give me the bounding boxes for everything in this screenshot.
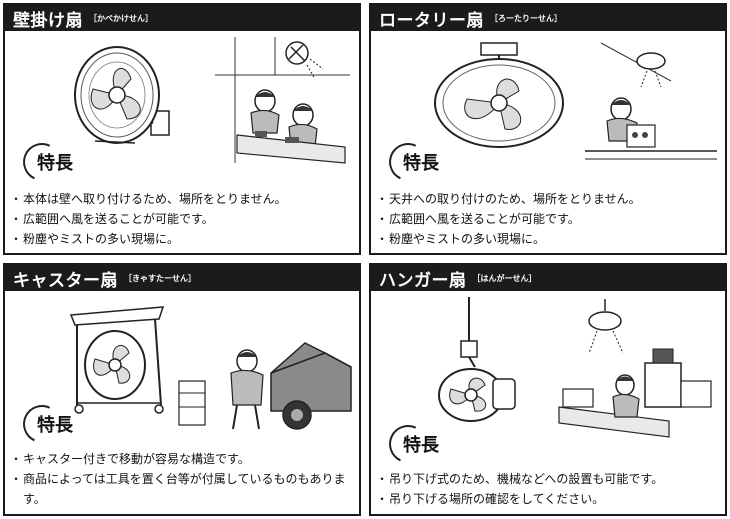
panel-reading: ［きゃすたーせん］ <box>124 273 196 283</box>
hanger-fan-illustration <box>438 297 516 422</box>
feature-item: 粉塵やミストの多い現場に。 <box>376 229 641 249</box>
features-badge: 特長 <box>17 399 73 449</box>
wall-fan-illustration <box>74 46 170 144</box>
panel-header: ハンガー扇 ［はんがーせん］ <box>371 265 725 291</box>
features-badge: 特長 <box>383 419 439 469</box>
rotary-fan-illustration <box>434 42 564 148</box>
panel-reading: ［かべかけせん］ <box>89 13 153 23</box>
feature-item: 吊り下げ式のため、機械などへの設置も可能です。 <box>376 469 663 489</box>
panel-title: 壁掛け扇 <box>13 10 83 31</box>
feature-item: 広範囲へ風を送ることが可能です。 <box>10 209 287 229</box>
mechanic-car-illustration <box>178 342 352 430</box>
feature-item: 天井への取り付けのため、場所をとりません。 <box>376 189 641 209</box>
panel-hanger-fan: ハンガー扇 ［はんがーせん］ 特長 吊り下げ式のため、機械などへの設置も可能です… <box>369 263 727 516</box>
panel-header: 壁掛け扇 ［かべかけせん］ <box>5 5 359 31</box>
panel-caster-fan: キャスター扇 ［きゃすたーせん］ 特長 キャスター付きで移動が容易な構造です。 <box>3 263 361 516</box>
panel-reading: ［はんがーせん］ <box>472 273 537 283</box>
factory-machine-illustration <box>558 299 712 438</box>
feature-item: キャスター付きで移動が容易な構造です。 <box>10 449 353 469</box>
panel-wall-fan: 壁掛け扇 ［かべかけせん］ 特長 本体は壁へ取り付けるため <box>3 3 361 255</box>
workers-illustration <box>215 37 350 164</box>
worker-illustration <box>585 42 717 160</box>
feature-item: 粉塵やミストの多い現場に。 <box>10 229 287 249</box>
feature-item: 本体は壁へ取り付けるため、場所をとりません。 <box>10 189 287 209</box>
feature-list: 吊り下げ式のため、機械などへの設置も可能です。 吊り下げる場所の確認をしてくださ… <box>376 469 663 509</box>
panel-header: キャスター扇 ［きゃすたーせん］ <box>5 265 359 291</box>
panel-title: ロータリー扇 <box>379 10 484 31</box>
features-badge: 特長 <box>383 137 439 187</box>
panel-reading: ［ろーたりーせん］ <box>490 13 562 23</box>
feature-list: キャスター付きで移動が容易な構造です。 商品によっては工具を置く台等が付属してい… <box>10 449 353 509</box>
panel-header: ロータリー扇 ［ろーたりーせん］ <box>371 5 725 31</box>
feature-item: 広範囲へ風を送ることが可能です。 <box>376 209 641 229</box>
panel-rotary-fan: ロータリー扇 ［ろーたりーせん］ 特長 天井への取り付けのため、場所をとりません… <box>369 3 727 255</box>
features-badge: 特長 <box>17 137 73 187</box>
feature-item: 商品によっては工具を置く台等が付属しているものもあります。 <box>10 469 353 509</box>
caster-fan-illustration <box>69 306 165 414</box>
feature-item: 吊り下げる場所の確認をしてください。 <box>376 489 663 509</box>
panel-title: ハンガー扇 <box>379 270 467 291</box>
panel-title: キャスター扇 <box>13 270 118 291</box>
feature-list: 本体は壁へ取り付けるため、場所をとりません。 広範囲へ風を送ることが可能です。 … <box>10 189 287 249</box>
feature-list: 天井への取り付けのため、場所をとりません。 広範囲へ風を送ることが可能です。 粉… <box>376 189 641 249</box>
